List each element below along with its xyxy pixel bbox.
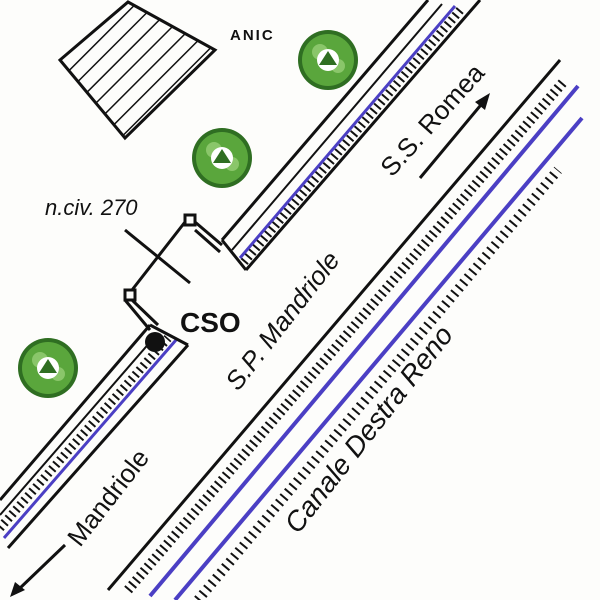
canal-label: Canale Destra Reno [278, 320, 459, 539]
anic-building [57, 0, 218, 141]
south-arrow-icon [10, 543, 67, 597]
mandriole-label: Mandriole [61, 443, 155, 551]
cso-point-icon [145, 332, 165, 352]
north-arrow-icon [418, 93, 490, 179]
tree-icon [298, 30, 358, 90]
cso-label: CSO [180, 307, 241, 338]
tree-icon [192, 128, 252, 188]
sp-mandriole-upper [220, 0, 482, 271]
house-number-label: n.civ. 270 [45, 195, 138, 220]
anic-label: ANIC [230, 27, 275, 44]
tree-icon [18, 338, 78, 398]
access-structure [123, 213, 223, 331]
sp-mandriole-lower [0, 323, 190, 549]
canale-destra-reno [106, 59, 584, 600]
